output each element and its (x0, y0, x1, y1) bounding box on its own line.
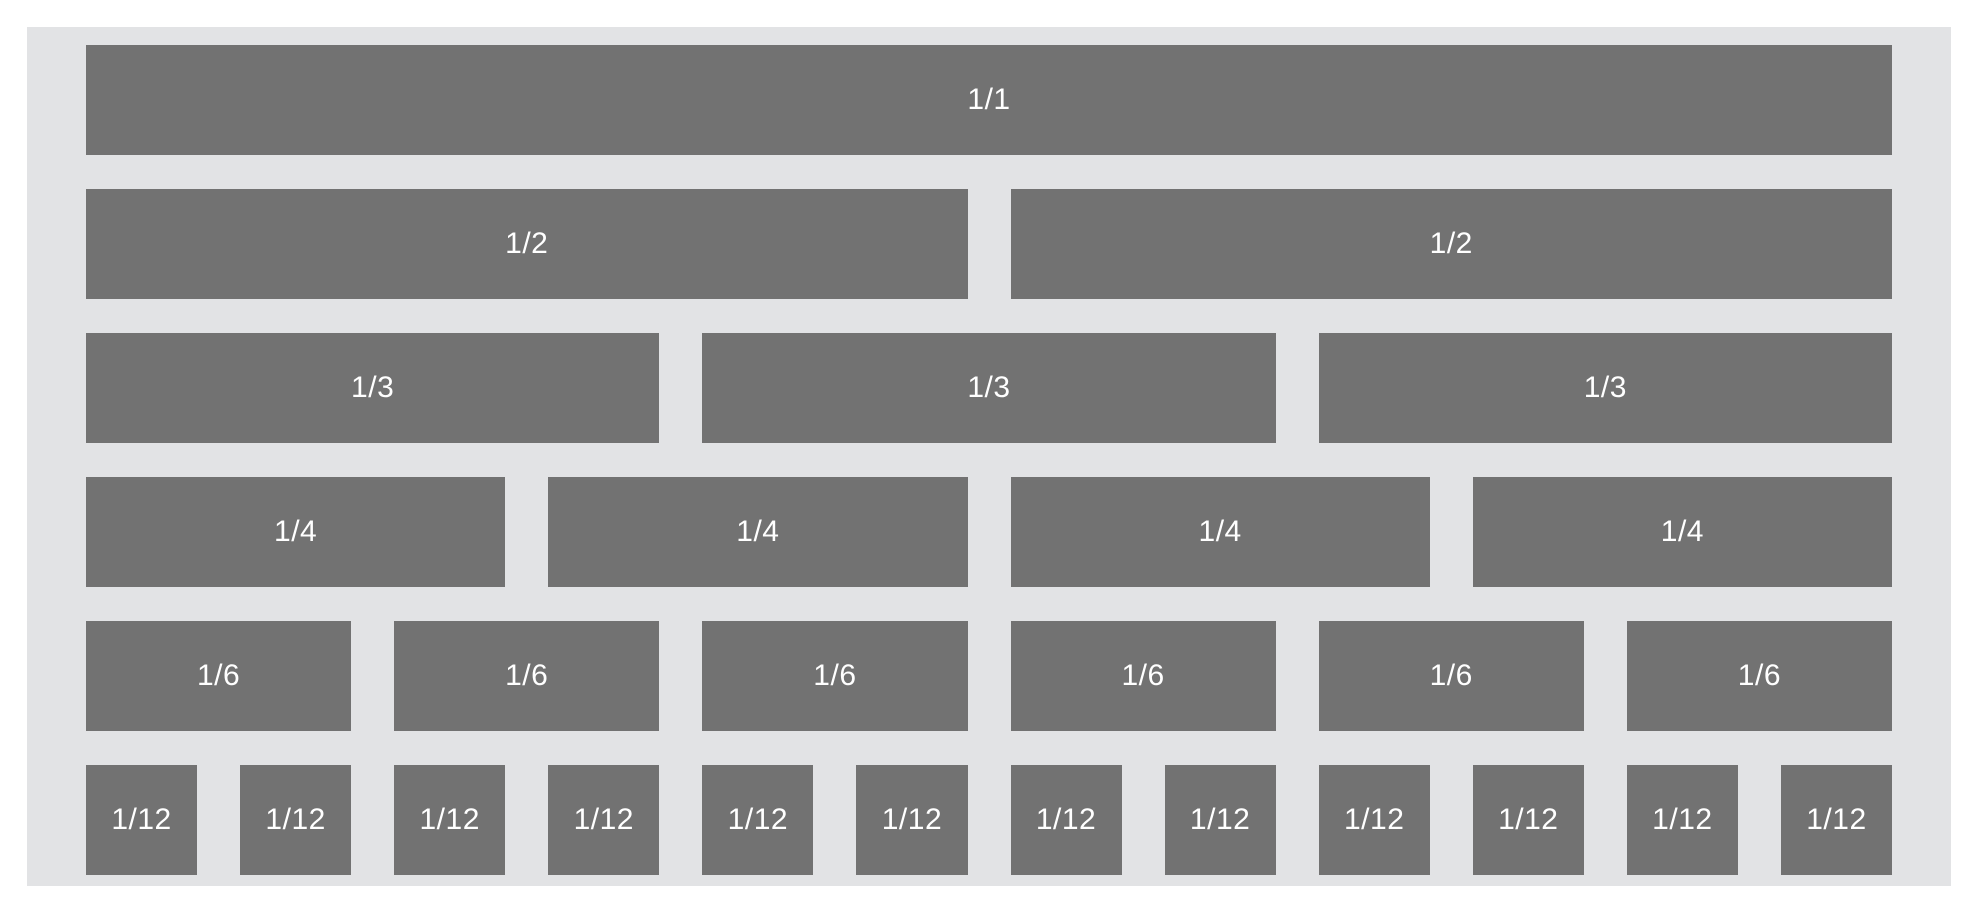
grid-cell: 1/4 (86, 477, 506, 587)
grid-cell: 1/12 (86, 765, 198, 875)
grid-cell: 1/4 (1010, 477, 1430, 587)
grid-cell: 1/12 (394, 765, 506, 875)
grid-row: 1/4 1/4 1/4 1/4 (86, 477, 1892, 587)
grid-cell: 1/12 (548, 765, 660, 875)
grid-cell: 1/6 (394, 621, 660, 731)
grid-cell: 1/4 (1472, 477, 1892, 587)
grid-cell: 1/12 (1780, 765, 1892, 875)
grid-row: 1/2 1/2 (86, 189, 1892, 299)
grid-cell: 1/12 (856, 765, 968, 875)
grid-cell: 1/2 (1010, 189, 1892, 299)
grid-row: 1/12 1/12 1/12 1/12 1/12 1/12 1/12 1/12 1/12 1/12… (86, 765, 1892, 875)
grid-cell: 1/2 (86, 189, 968, 299)
grid-row: 1/1 (86, 45, 1892, 155)
grid-cell: 1/3 (86, 333, 660, 443)
grid-cell: 1/12 (1472, 765, 1584, 875)
grid-cell: 1/6 (1626, 621, 1892, 731)
grid-cell: 1/1 (86, 45, 1892, 155)
grid-cell: 1/6 (1318, 621, 1584, 731)
grid-cell: 1/6 (1010, 621, 1276, 731)
grid-cell: 1/12 (1318, 765, 1430, 875)
grid-cell: 1/6 (702, 621, 968, 731)
grid-cell: 1/6 (86, 621, 352, 731)
grid-cell: 1/12 (1010, 765, 1122, 875)
grid-cell: 1/3 (1318, 333, 1892, 443)
grid-row: 1/3 1/3 1/3 (86, 333, 1892, 443)
grid-row: 1/6 1/6 1/6 1/6 1/6 1/6 (86, 621, 1892, 731)
grid-cell: 1/12 (1626, 765, 1738, 875)
grid-cell: 1/4 (548, 477, 968, 587)
grid-cell: 1/12 (702, 765, 814, 875)
grid-cell: 1/12 (1164, 765, 1276, 875)
grid-cell: 1/3 (702, 333, 1276, 443)
grid-cell: 1/12 (240, 765, 352, 875)
